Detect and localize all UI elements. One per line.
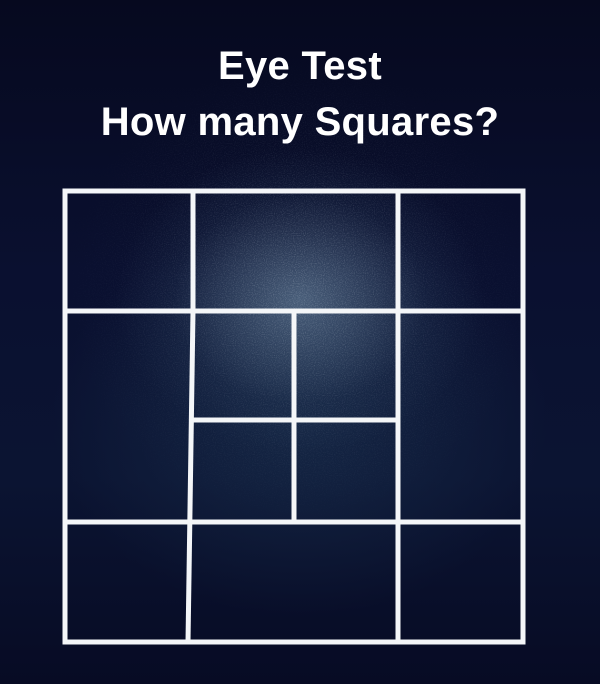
vertical-line-left-slanted: [185, 310, 196, 643]
title-line-2: How many Squares?: [100, 100, 500, 144]
outer-square-frame: [62, 188, 526, 645]
title-line-1: Eye Test: [218, 44, 382, 88]
